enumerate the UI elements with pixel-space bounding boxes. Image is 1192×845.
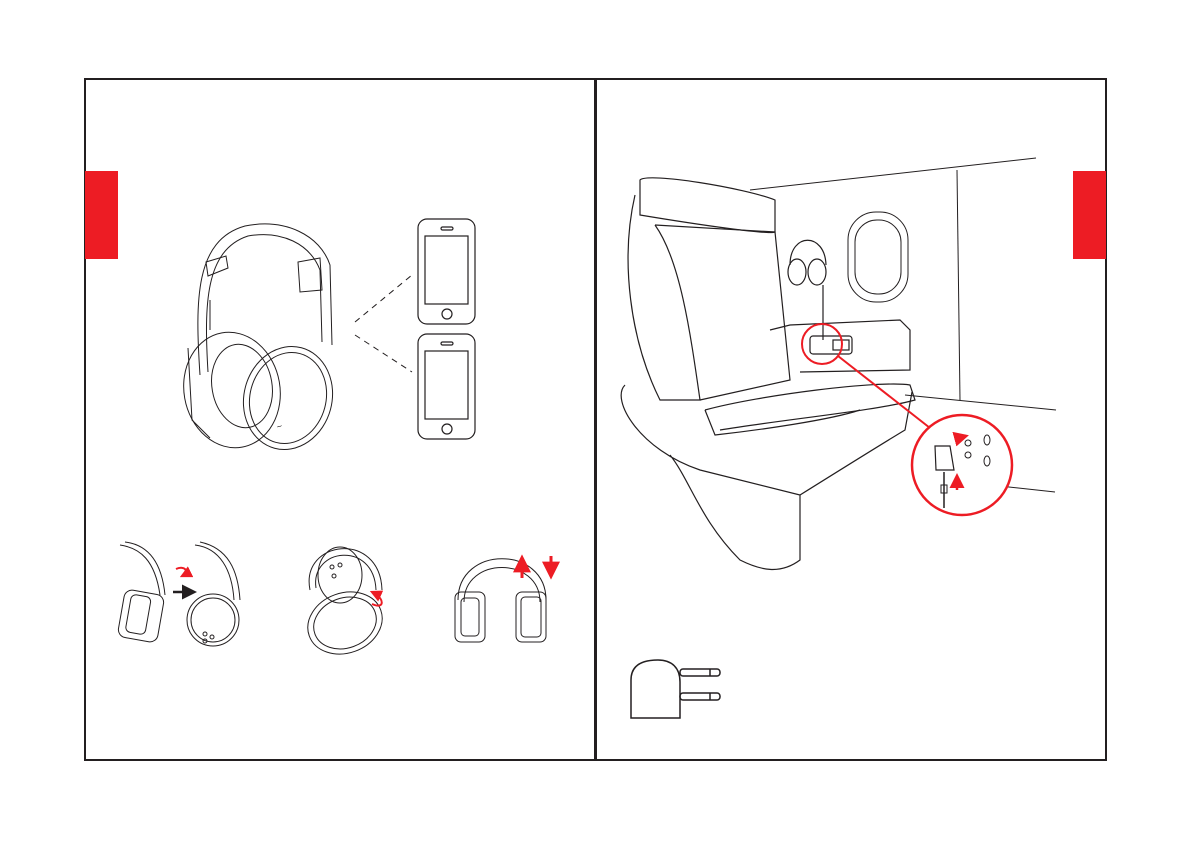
smartphone-icon-2 (418, 334, 475, 439)
right-red-tab (1073, 171, 1106, 259)
smartphone-icon (418, 219, 475, 324)
magnifier-circle-icon (912, 415, 1012, 515)
adjust-headband-icon (455, 559, 546, 642)
airplane-seat-icon (621, 178, 915, 570)
zoom-connector-line (838, 356, 930, 428)
headphones-logo-mark: ~ (275, 421, 283, 432)
fold-headphones-icon (117, 542, 240, 646)
right-panel-border (596, 79, 1106, 760)
left-red-tab (85, 171, 118, 259)
pairing-line-bottom (355, 335, 412, 372)
airplane-adapter-icon (631, 660, 720, 718)
right-panel (596, 79, 1106, 760)
headphones-icon: ~ (175, 224, 344, 460)
jack-highlight-circle (802, 324, 842, 364)
pairing-line-top (355, 275, 412, 322)
left-panel: ~ (85, 79, 595, 760)
rotate-arrow-icon (176, 568, 186, 576)
left-panel-border (85, 79, 595, 760)
